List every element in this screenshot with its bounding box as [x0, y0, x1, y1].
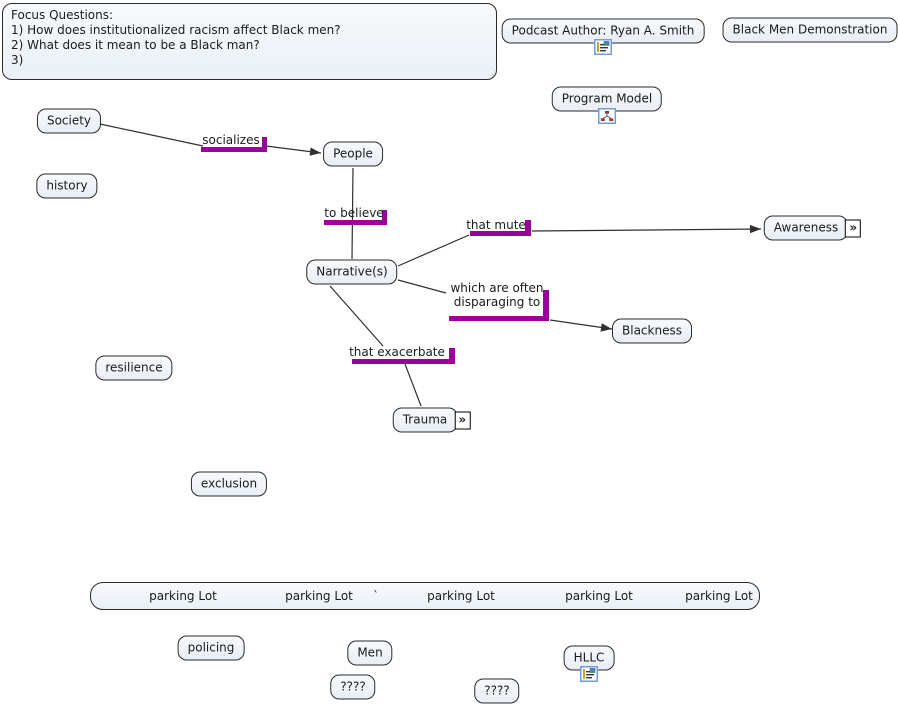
concept-node-awareness[interactable]: Awareness » — [763, 215, 862, 241]
link-label-to-believe[interactable]: to believe — [324, 206, 383, 220]
hllc-resource-icon[interactable] — [580, 666, 598, 682]
concept-node-history[interactable]: history — [36, 173, 98, 199]
edge-line — [531, 228, 762, 232]
concept-node-label: history — [46, 178, 88, 193]
link-label-socializes[interactable]: socializes — [202, 133, 259, 147]
concept-node-label: Society — [46, 113, 92, 128]
link-label-line: socializes — [202, 133, 260, 147]
link-underline-mark — [449, 316, 549, 321]
edge-line — [397, 279, 447, 294]
link-underline-mark — [543, 290, 549, 321]
parking-lot-label[interactable]: parking Lot — [149, 589, 217, 603]
concept-node-unknown-1[interactable]: ???? — [330, 674, 376, 700]
edge-line — [397, 234, 470, 267]
concept-node-label: ???? — [484, 683, 510, 698]
concept-node-label: Black Men Demonstration — [732, 22, 888, 37]
arrowhead — [749, 224, 761, 234]
concept-node-policing[interactable]: policing — [177, 635, 245, 661]
concept-node-label: Blackness — [622, 323, 682, 338]
link-label-line: disparaging to — [453, 295, 541, 309]
concept-node-people[interactable]: People — [323, 141, 383, 167]
arrowhead — [600, 323, 612, 332]
link-underline-mark — [201, 147, 267, 152]
focus-questions-box: Focus Questions:1) How does institutiona… — [2, 3, 497, 80]
link-underline-mark — [525, 220, 531, 236]
link-label-line: that mute — [466, 218, 526, 232]
concept-node-label: policing — [187, 640, 235, 655]
concept-node-label: Trauma — [402, 412, 448, 427]
expand-chevron-icon[interactable]: » — [454, 411, 471, 429]
edge-line — [99, 123, 204, 147]
concept-node-black-men-demonstration[interactable]: Black Men Demonstration — [722, 17, 898, 43]
concept-node-label: People — [333, 146, 373, 161]
expand-chevron-icon[interactable]: » — [845, 219, 862, 237]
link-underline-mark — [262, 137, 267, 152]
link-underline-mark — [324, 220, 387, 225]
concept-node-narratives[interactable]: Narrative(s) — [306, 259, 398, 285]
concept-node-label: HLLC — [573, 650, 605, 665]
focus-question-line: 3) — [11, 53, 24, 67]
focus-question-line: 2) What does it mean to be a Black man? — [11, 38, 260, 52]
concept-node-podcast-author[interactable]: Podcast Author: Ryan A. Smith — [501, 18, 705, 44]
program-model-cmap-icon[interactable] — [598, 108, 616, 124]
link-label-line: to believe — [324, 206, 384, 220]
concept-node-resilience[interactable]: resilience — [95, 355, 173, 381]
podcast-resource-icon[interactable] — [594, 39, 612, 55]
concept-node-label: Podcast Author: Ryan A. Smith — [511, 23, 695, 38]
cmap-icon-graphic — [598, 108, 616, 124]
concept-node-society[interactable]: Society — [36, 108, 102, 134]
concept-node-label: resilience — [105, 360, 163, 375]
concept-node-unknown-2[interactable]: ???? — [474, 678, 520, 704]
concept-node-label: ???? — [340, 679, 366, 694]
parking-lot-label[interactable]: parking Lot — [685, 589, 753, 603]
focus-question-line: 1) How does institutionalized racism aff… — [11, 23, 341, 37]
link-label-line: which are often — [450, 281, 544, 295]
resource-icon-graphic — [594, 39, 612, 55]
concept-node-trauma[interactable]: Trauma » — [392, 407, 471, 433]
concept-node-men[interactable]: Men — [347, 640, 393, 666]
edge-line — [265, 145, 322, 154]
concept-node-label: Men — [357, 645, 383, 660]
stray-tick-label[interactable]: ` — [373, 589, 379, 603]
focus-question-line: Focus Questions: — [11, 8, 114, 22]
resource-icon-graphic — [580, 666, 598, 682]
link-label-that-mute[interactable]: that mute — [466, 218, 526, 232]
parking-lot-label[interactable]: parking Lot — [565, 589, 633, 603]
parking-lot-label[interactable]: parking Lot — [427, 589, 495, 603]
concept-node-exclusion[interactable]: exclusion — [190, 471, 268, 497]
link-label-that-exacerbate[interactable]: that exacerbate — [349, 345, 445, 359]
parking-lot-bar[interactable]: parking Lot parking Lot parking Lot parking… — [90, 582, 760, 610]
link-label-line: that exacerbate — [349, 345, 445, 359]
edge-line — [329, 285, 384, 347]
concept-node-label: Program Model — [561, 91, 653, 106]
concept-node-label: exclusion — [200, 476, 258, 491]
concept-node-blackness[interactable]: Blackness — [612, 318, 692, 344]
concept-node-program-model[interactable]: Program Model — [551, 86, 663, 112]
edge-line — [549, 319, 613, 330]
arrowhead — [309, 147, 321, 156]
concept-node-label: Awareness — [773, 220, 839, 235]
parking-lot-label[interactable]: parking Lot — [285, 589, 353, 603]
edge-line — [404, 363, 422, 407]
concept-node-label: Narrative(s) — [316, 264, 388, 279]
link-underline-mark — [449, 348, 455, 364]
link-underline-mark — [352, 359, 455, 364]
